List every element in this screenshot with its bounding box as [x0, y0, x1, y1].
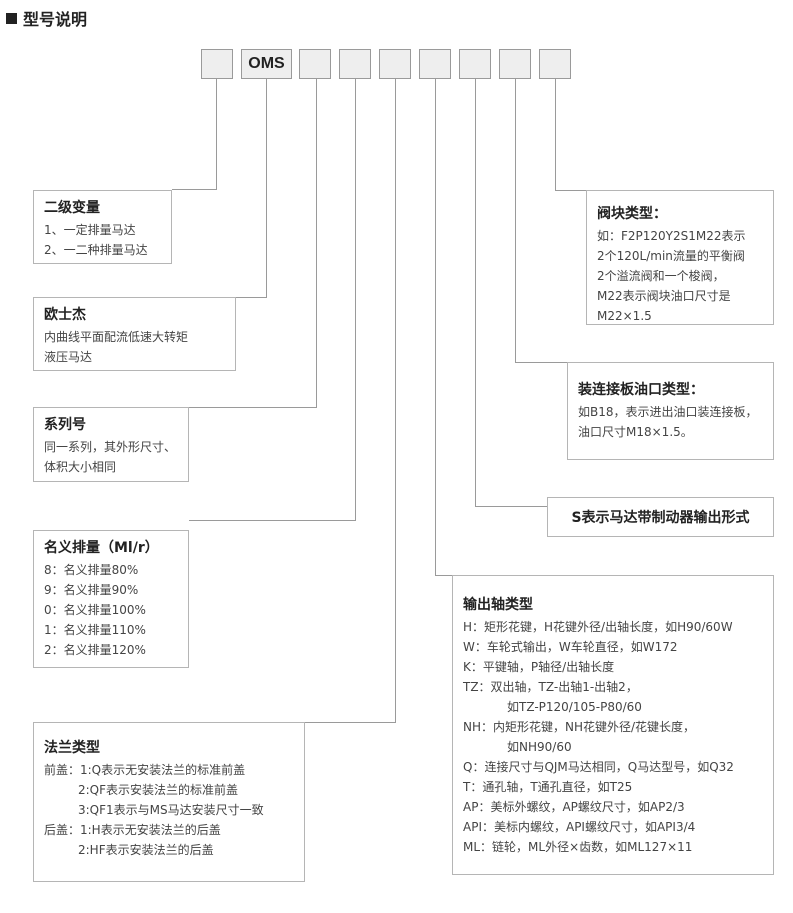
group-heading: 阀块类型：	[597, 206, 667, 222]
code-slot-7	[459, 49, 491, 79]
group-brand: 欧士杰 内曲线平面配流低速大转矩 液压马达	[33, 297, 236, 371]
code-slot-4	[339, 49, 371, 79]
group-series: 系列号 同一系列，其外形尺寸、 体积大小相同	[33, 407, 189, 482]
group-heading: 名义排量（Ml/r）	[44, 540, 159, 556]
group-line: 3:QF1表示与MS马达安装尺寸一致	[78, 803, 264, 817]
code-slot-6	[419, 49, 451, 79]
group-brake: S表示马达带制动器输出形式	[547, 497, 774, 537]
connector-2	[236, 79, 267, 298]
group-line: 如：F2P120Y2S1M22表示	[597, 229, 746, 243]
group-heading: 二级变量	[44, 200, 100, 216]
code-slot-model: OMS	[241, 49, 292, 79]
code-slot-1	[201, 49, 233, 79]
group-line: 2:QF表示安装法兰的标准前盖	[78, 783, 239, 797]
group-line: H：矩形花键，H花键外径/出轴长度，如H90/60W	[463, 620, 733, 634]
connector-6	[435, 79, 452, 576]
connector-5	[305, 79, 396, 723]
group-line: Q：连接尺寸与QJM马达相同，Q马达型号，如Q32	[463, 760, 734, 774]
group-heading: 装连接板油口类型：	[578, 382, 704, 398]
group-displacement: 名义排量（Ml/r） 8：名义排量80% 9：名义排量90% 0：名义排量100…	[33, 530, 189, 668]
group-line: NH：内矩形花键，NH花键外径/花键长度，	[463, 720, 696, 734]
group-line: W：车轮式输出，W车轮直径，如W172	[463, 640, 678, 654]
group-line: K：平键轴，P轴径/出轴长度	[463, 660, 615, 674]
group-line: 后盖：1:H表示无安装法兰的后盖	[44, 823, 221, 837]
section-title: 型号说明	[6, 6, 87, 30]
group-line: 2个120L/min流量的平衡阀	[597, 249, 745, 263]
group-line: 2、一二种排量马达	[44, 243, 148, 257]
connector-9	[555, 79, 586, 191]
group-line: 内曲线平面配流低速大转矩	[44, 330, 189, 344]
group-line: M22表示阀块油口尺寸是	[597, 289, 731, 303]
group-line: M22×1.5	[597, 309, 652, 323]
group-line: 0：名义排量100%	[44, 603, 146, 617]
code-slot-5	[379, 49, 411, 79]
code-slot-9	[539, 49, 571, 79]
group-line: AP：美标外螺纹，AP螺纹尺寸，如AP2/3	[463, 800, 685, 814]
group-line: 如TZ-P120/105-P80/60	[507, 700, 642, 714]
connector-7	[475, 79, 547, 507]
group-heading: 法兰类型	[44, 740, 100, 756]
group-line: 2个溢流阀和一个梭阀，	[597, 269, 725, 283]
group-output-shaft: 输出轴类型 H：矩形花键，H花键外径/出轴长度，如H90/60W W：车轮式输出…	[452, 575, 774, 875]
group-line: 2:HF表示安装法兰的后盖	[78, 843, 214, 857]
group-line: 2：名义排量120%	[44, 643, 146, 657]
group-line: 油口尺寸M18×1.5。	[578, 425, 693, 439]
section-title-text: 型号说明	[23, 10, 88, 29]
group-line: ML：链轮，ML外径×齿数，如ML127×11	[463, 840, 693, 854]
group-line: 9：名义排量90%	[44, 583, 139, 597]
group-line: 如NH90/60	[507, 740, 572, 754]
connector-1	[172, 79, 217, 190]
group-line: TZ：双出轴，TZ-出轴1-出轴2，	[463, 680, 638, 694]
group-flange: 法兰类型 前盖：1:Q表示无安装法兰的标准前盖 2:QF表示安装法兰的标准前盖 …	[33, 722, 305, 882]
connector-8	[515, 79, 567, 363]
group-valve-block: 阀块类型： 如：F2P120Y2S1M22表示 2个120L/min流量的平衡阀…	[586, 190, 774, 325]
group-line: 1、一定排量马达	[44, 223, 136, 237]
group-line: T：通孔轴，T通孔直径，如T25	[463, 780, 633, 794]
group-line: API：美标内螺纹，API螺纹尺寸，如API3/4	[463, 820, 696, 834]
group-two-stage-variable: 二级变量 1、一定排量马达 2、一二种排量马达	[33, 190, 172, 264]
group-heading: 欧士杰	[44, 307, 86, 323]
group-line: 8：名义排量80%	[44, 563, 139, 577]
group-connection-plate: 装连接板油口类型： 如B18，表示进出油口装连接板， 油口尺寸M18×1.5。	[567, 362, 774, 460]
code-slot-8	[499, 49, 531, 79]
group-line: 前盖：1:Q表示无安装法兰的标准前盖	[44, 763, 246, 777]
group-line: 如B18，表示进出油口装连接板，	[578, 405, 758, 419]
group-line: 液压马达	[44, 350, 93, 364]
code-slot-3	[299, 49, 331, 79]
group-line: 体积大小相同	[44, 460, 117, 474]
group-heading: 输出轴类型	[463, 597, 533, 613]
square-bullet-icon	[6, 12, 17, 24]
group-heading: 系列号	[44, 417, 86, 433]
group-line: 1：名义排量110%	[44, 623, 146, 637]
group-line: 同一系列，其外形尺寸、	[44, 440, 177, 454]
